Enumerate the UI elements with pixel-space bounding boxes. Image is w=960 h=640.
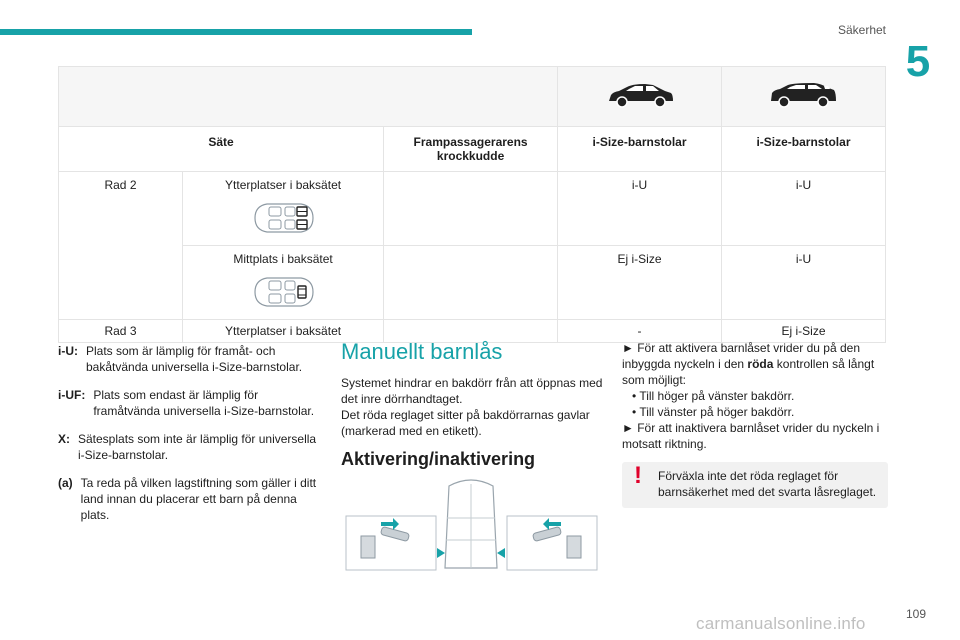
door-child-lock-illustration <box>345 479 598 571</box>
warning-box: ! Förväxla inte det röda reglaget för ba… <box>622 462 888 508</box>
sedan-car-icon <box>608 84 673 108</box>
subsection-heading: Aktivering/inaktivering <box>341 449 536 469</box>
legend-key: i-UF: <box>58 388 86 402</box>
table-header-row: Säte Frampassagerarens krockkudde i-Size… <box>57 126 887 172</box>
watermark: carmanualsonline.info <box>696 614 866 633</box>
table-row: Rad 2 Ytterplatser i baksätet i-U i-U <box>58 171 887 320</box>
legend-key: (a) <box>58 476 73 490</box>
header-airbag: Frampassagerarens krockkudde <box>383 126 559 172</box>
seat-position: Ytterplatser i baksätet <box>225 178 342 192</box>
legend-key: X: <box>58 432 70 446</box>
header-isize-1: i-Size-barnstolar <box>557 126 722 172</box>
page-number: 109 <box>906 607 927 621</box>
chapter-color-bar <box>0 29 472 35</box>
activate-instruction: ► För att aktivera barnlåset vrider du p… <box>622 340 888 388</box>
airbag-cell <box>383 319 559 343</box>
airbag-cell <box>383 171 559 246</box>
legend-item: X: Sätesplats som inte är lämplig för un… <box>58 431 326 463</box>
section-heading: Manuellt barnlås <box>341 339 503 364</box>
suv-car-icon <box>771 83 837 108</box>
warning-icon: ! <box>634 462 642 489</box>
bullet-item: • Till vänster på höger bakdörr. <box>632 405 795 419</box>
legend: i-U: Plats som är lämplig för framåt- oc… <box>58 343 326 535</box>
legend-key: i-U: <box>58 344 78 358</box>
isize-value: i-U <box>720 245 887 320</box>
chapter-number: 5 <box>905 37 931 86</box>
instruction-text: ► För att aktivera barnlåset vrider du p… <box>622 341 860 371</box>
legend-text: Plats som endast är lämplig för framåtvä… <box>93 388 315 418</box>
bullet-item: • Till höger på vänster bakdörr. <box>632 389 795 403</box>
car-seat-outer-diagram <box>254 203 314 233</box>
paragraph: Systemet hindrar en bakdörr från att öpp… <box>341 375 603 439</box>
seat-position: Ytterplatser i baksätet <box>181 319 385 343</box>
instruction-text: kontrollen så långt som möjligt: <box>622 357 875 387</box>
car-seat-middle-diagram <box>254 277 314 307</box>
deactivate-instruction: ► För att inaktivera barnlåset vrider du… <box>622 421 880 451</box>
manual-child-lock-section: Manuellt barnlås Systemet hindrar en bak… <box>341 339 603 579</box>
isize-value: - <box>557 319 722 343</box>
legend-item: (a) Ta reda på vilken lagstiftning som g… <box>58 475 326 523</box>
warning-text: Förväxla inte det röda reglaget för barn… <box>658 469 877 499</box>
airbag-cell <box>383 245 559 320</box>
row-label: Rad 3 <box>58 319 183 343</box>
header-isize-2: i-Size-barnstolar <box>720 126 887 172</box>
paragraph-line: Systemet hindrar en bakdörr från att öpp… <box>341 376 603 406</box>
legend-item: i-UF: Plats som endast är lämplig för fr… <box>58 387 326 419</box>
child-seat-table: Säte Frampassagerarens krockkudde i-Size… <box>57 66 887 343</box>
legend-text: Plats som är lämplig för framåt- och bak… <box>86 344 303 374</box>
paragraph-line: Det röda reglaget sitter på bakdörrarnas… <box>341 408 590 438</box>
legend-item: i-U: Plats som är lämplig för framåt- oc… <box>58 343 326 375</box>
isize-value: Ej i-Size <box>720 319 887 343</box>
instruction-bold: röda <box>747 357 774 371</box>
isize-value: i-U <box>720 171 887 246</box>
row-label: Rad 2 <box>58 171 183 320</box>
car-icon-row <box>57 66 887 127</box>
table-row: Rad 3 Ytterplatser i baksätet - Ej i-Siz… <box>58 319 887 343</box>
header-seat: Säte <box>57 126 385 172</box>
table-row: Mittplats i baksätet Ej i-Size i-U <box>59 245 887 320</box>
legend-text: Ta reda på vilken lagstiftning som gälle… <box>80 476 317 522</box>
isize-value: Ej i-Size <box>557 245 722 320</box>
legend-text: Sätesplats som inte är lämplig för unive… <box>78 432 317 462</box>
instructions-column: ► För att aktivera barnlåset vrider du p… <box>622 340 888 508</box>
section-title: Säkerhet <box>837 23 886 37</box>
seat-position: Mittplats i baksätet <box>233 252 333 266</box>
isize-value: i-U <box>557 171 722 246</box>
